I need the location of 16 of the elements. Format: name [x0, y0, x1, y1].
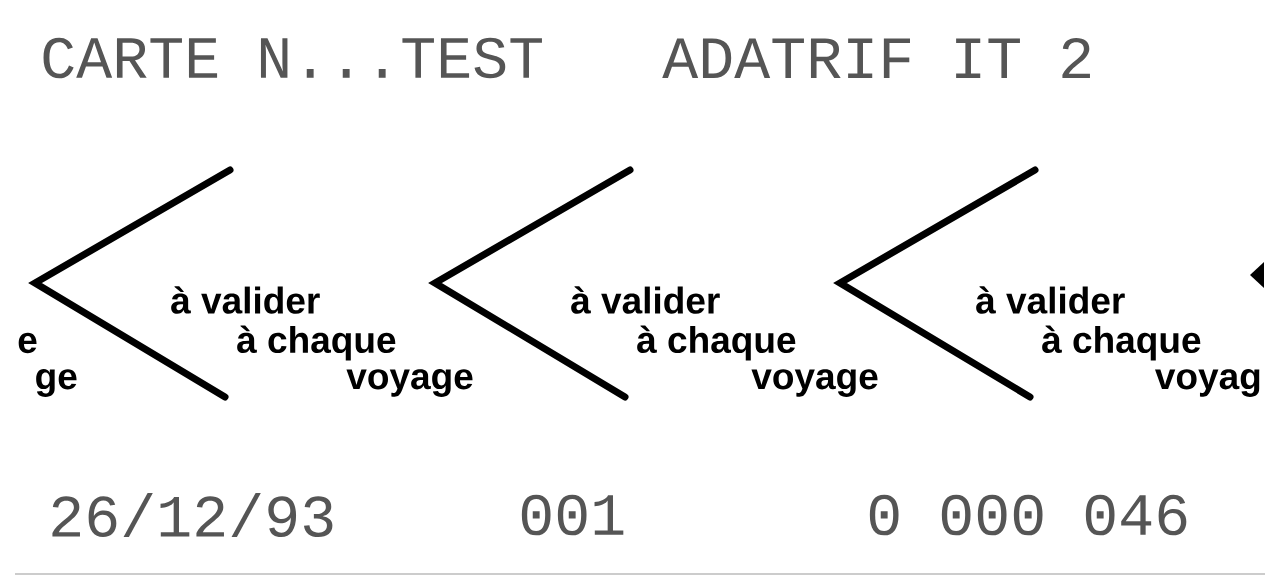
printed-text: ADATRIF IT 2 — [662, 37, 1090, 79]
printed-text: CARTE N...TEST — [43, 37, 542, 79]
printed-text: 26/12/93 — [52, 492, 333, 537]
instruction-text: à chaque — [237, 325, 396, 361]
instruction-text: à chaque — [1042, 325, 1201, 361]
instruction-text: à valider — [571, 286, 720, 314]
instruction-text: e — [18, 332, 37, 354]
instruction-text: voyage — [346, 369, 473, 397]
instruction-text: à valider — [976, 286, 1125, 314]
printed-text: 001 — [521, 494, 624, 536]
instruction-text: à valider — [171, 286, 320, 314]
instruction-text: à chaque — [637, 325, 796, 361]
instruction-text: voyage — [751, 369, 878, 397]
printed-text: 0 000 046 — [869, 494, 1187, 536]
instruction-text: voyag — [1155, 369, 1260, 397]
instruction-text: ge — [36, 369, 77, 397]
